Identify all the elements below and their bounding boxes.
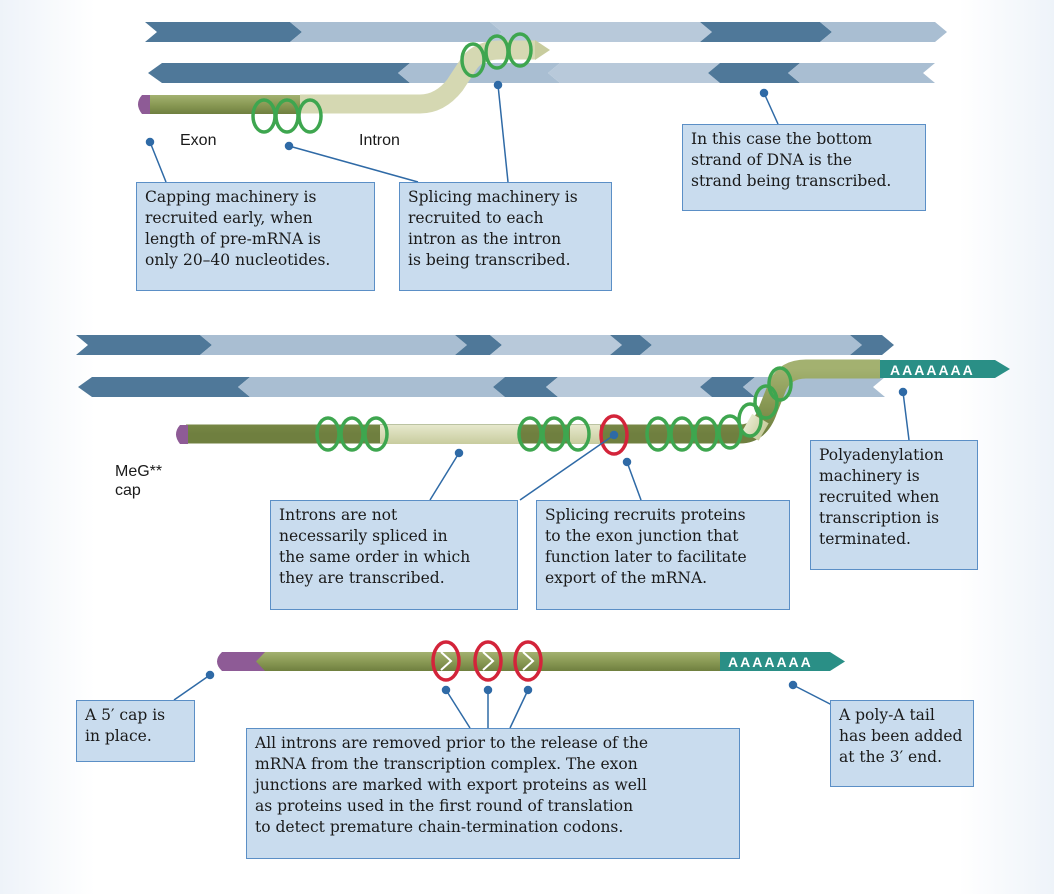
exon-junction-ring [599,414,629,456]
leader-lines-2 [429,387,910,501]
splice-ring [339,416,365,452]
callout-exon-junction: Splicing recruits proteins to the exon j… [536,500,790,610]
callout-poly-a-tail: A poly-A tail has been added at the 3′ e… [830,700,974,787]
poly-a-label: AAAAAAA [890,362,975,378]
exon-junction-ring [473,640,503,682]
splice-ring [753,384,779,420]
exon-label: Exon [180,132,217,149]
leader-lines-1 [145,80,779,183]
dna-bottom-strand-2 [78,377,885,397]
splice-ring [767,366,793,402]
callout-cap-in-place: A 5′ cap is in place. [76,700,195,762]
splicing-rings-1 [251,32,533,134]
splice-ring [363,416,389,452]
dna-bottom-strand [148,63,935,83]
splice-ring [693,416,719,452]
splice-ring [541,416,567,452]
callout-capping: Capping machinery is recruited early, wh… [136,182,375,291]
leader-lines-3 [173,670,833,729]
splice-ring [315,416,341,452]
exon-junction-ring [431,640,461,682]
panel-1 [138,22,947,183]
splice-ring [297,98,323,134]
poly-a-label: AAAAAAA [728,654,813,670]
cap-icon [176,425,188,444]
exon-junction-ring [513,640,543,682]
splice-ring [507,32,533,68]
cap-label: MeG** cap [115,463,163,499]
dna-top-strand-2 [76,335,894,355]
splice-ring [645,416,671,452]
callout-splicing: Splicing machinery is recruited to each … [399,182,612,291]
splicing-rings-2 [315,366,793,452]
dna-top-strand [145,22,947,42]
intron-label: Intron [359,132,400,149]
cap-icon [138,95,150,114]
junction-rings-3 [431,640,543,682]
poly-a-tail-3 [720,652,845,671]
callout-introns-order: Introns are not necessarily spliced in t… [270,500,518,610]
panel-2: AAAAAAA [76,335,1010,501]
splice-ring [460,42,486,78]
poly-a-tail-2: AAAAAAA [880,360,1010,378]
splice-ring [565,416,591,452]
splice-ring [669,416,695,452]
splice-ring [517,416,543,452]
panel-3: AAAAAAA [173,640,845,729]
callout-strand: In this case the bottom strand of DNA is… [682,124,926,211]
callout-polyadenylation: Polyadenylation machinery is recruited w… [810,440,978,570]
callout-all-introns-removed: All introns are removed prior to the rel… [246,728,740,859]
splice-ring [737,402,763,438]
cap-icon [217,652,265,671]
